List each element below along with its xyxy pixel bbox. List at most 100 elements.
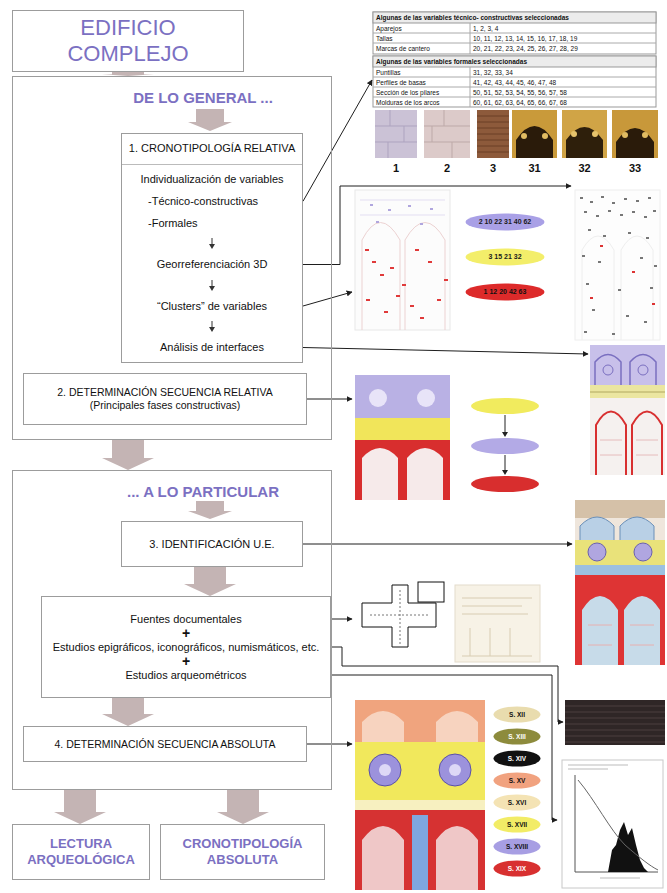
interfaces-drawing-part [595,355,656,386]
inner-flow-arrow-part [188,109,232,131]
cluster-distribution-part [575,190,660,340]
photo-strip [375,110,658,158]
photo-strip-part [566,127,603,158]
oval-fill [494,839,541,855]
leader-line [331,619,352,620]
floor-plan-part [355,578,450,650]
stratigraphic-units-drawing-part [575,500,665,518]
box-title: EDIFICIO COMPLEJO [19,15,237,67]
interfaces-drawing [590,345,665,475]
table-cell: Aparejos [376,25,402,33]
phase-sequence [471,398,539,492]
interfaces-drawing-part [638,365,648,375]
stratigraphic-units-drawing-part [575,540,665,565]
photo-strip-part [616,128,654,158]
century-oval: S. XVI [493,794,541,811]
dating-chart-part [578,780,658,870]
table-cell: Molduras de los arcos [376,99,440,107]
oval-fill [466,214,545,231]
flow-arrow [102,440,154,470]
flow-arrow [217,790,269,824]
century-oval: S. XIII [493,728,541,745]
variables-table-part [373,67,656,107]
photo-strip-part [622,132,628,138]
absolute-sequence-drawing-part [412,815,428,890]
georeferenced-elevation-part [365,250,448,318]
phase-sequence-part [471,398,539,414]
leader-line [303,292,352,306]
photo-strip-part [542,133,548,139]
table-cell: Algunas de las variables técnico- constr… [376,14,569,22]
inner-flow-arrow-part [188,501,232,519]
method-list: Individualización de variables-Técnico-c… [122,165,302,362]
variables-table-part [373,56,656,67]
table-cell: Sección de los pilares [376,89,439,97]
cluster-distribution-part [590,246,655,304]
absolute-sequence-drawing-part [379,764,391,776]
method-box: 1. CRONOTIPOLOGÍA RELATIVAIndividualizac… [121,133,303,363]
variables-table [373,12,656,107]
variables-table-part [373,23,656,54]
century-oval: S. XVII [493,816,541,833]
photo-strip-part [424,110,470,158]
oval-text: 2 10 22 31 40 62 [479,218,532,226]
leader-line [331,647,563,722]
oval-fill [494,729,541,745]
method-item: “Clusters” de variables [126,300,298,313]
relative-phases-drawing-part [369,389,387,407]
stratigraphic-units-drawing-part [575,500,665,665]
oval-text: S. XVI [508,799,526,807]
cluster-distribution-part [580,197,657,334]
stratigraphic-units-drawing-part [588,625,654,645]
absolute-sequence-drawing [355,700,485,890]
flow-arrow-icon [207,238,217,249]
box-subtitle: (Principales fases constructivas) [30,399,300,412]
relative-phases-drawing [355,375,450,500]
leader-line [307,744,352,745]
floor-plan-part [418,582,444,602]
century-oval: S. XV [493,772,541,789]
source-item: Estudios arqueométricos [52,669,320,682]
oval-text: S. XII [509,711,525,719]
title-box: EDIFICIO COMPLEJO [12,10,244,72]
oval-text: S. XIX [508,865,526,873]
leader-line [303,186,571,265]
step-box: 2. DETERMINACIÓN SECUENCIA RELATIVA(Prin… [23,373,307,425]
photo-strip-part [516,126,553,158]
variables-table-part [373,12,656,54]
photo-strip-part [375,110,417,158]
oval-fill [494,861,541,877]
century-oval: S. XVIII [493,838,541,855]
callout-number: 1 [381,162,411,175]
phase-sequence-part [471,438,539,454]
oval-fill [494,773,541,789]
photo-strip-part [571,131,577,137]
oval-fill [494,795,541,811]
table-cell: 20, 21, 22, 23, 24, 25, 26, 27, 28, 29 [473,45,578,53]
georeferenced-elevation-part [362,223,445,331]
photo-strip-part [592,131,598,137]
photo-strip-part [424,110,470,158]
table-cell: Algunas de las variables formales selecc… [376,58,527,66]
cluster-oval: 1 12 20 42 63 [465,283,545,301]
absolute-sequence-drawing-part [355,700,485,890]
result-box: CRONOTIPOLOGÍA ABSOLUTA [160,824,325,880]
box-title: 2. DETERMINACIÓN SECUENCIA RELATIVA [30,386,300,399]
callout-number: 32 [570,162,600,175]
dating-chart-part [562,760,663,888]
stratigraphic-units-drawing-part [582,596,660,665]
leader-line [331,675,557,820]
cluster-oval: 3 15 21 32 [465,248,545,266]
interfaces-drawing-part [596,412,662,476]
stratigraphic-units-drawing [575,500,665,665]
sources-box: Fuentes documentales+Estudios epigráfico… [41,596,331,698]
century-oval: S. XIV [493,750,541,767]
stratigraphic-units-drawing-part [588,543,606,561]
variables-table-part [373,56,656,107]
flow-arrow [54,790,106,824]
historic-document-part [455,585,540,662]
leader-line [303,544,572,545]
box-title: 4. DETERMINACIÓN SECUENCIA ABSOLUTA [30,738,300,751]
photo-strip-part [512,110,557,158]
